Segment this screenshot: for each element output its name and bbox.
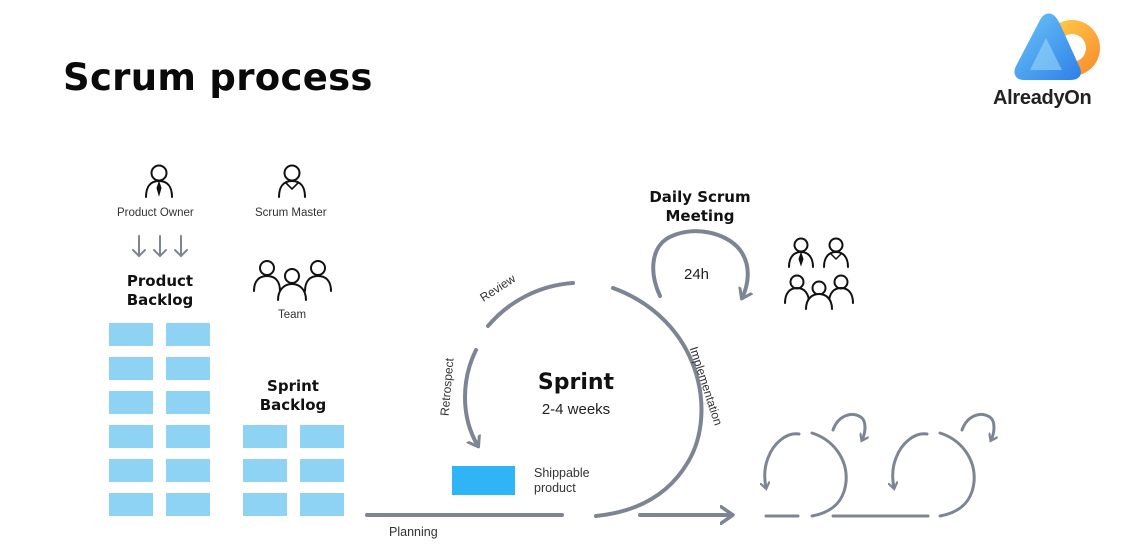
page-title: Scrum process [63,56,373,99]
sprint-backlog-item [300,425,344,448]
brand-logo: AlreadyOn [990,8,1130,116]
daily-team-icon [784,237,854,310]
sprint-backlog-item [243,459,287,482]
backlog-item [109,425,153,448]
sprint-backlog-item [300,493,344,516]
shippable-product-label: Shippable product [534,466,590,495]
backlog-item [109,391,153,414]
sprint-backlog-item [300,459,344,482]
backlog-item [109,493,153,516]
logo-icon [1014,13,1100,80]
logo-text: AlreadyOn [993,87,1092,109]
daily-scrum-title: Daily Scrum Meeting [649,188,751,225]
backlog-item [166,391,210,414]
repeat-sprints-icon [765,413,994,518]
team-label: Team [278,309,307,321]
prioritize-arrows [132,235,188,258]
planning-label: Planning [389,525,438,539]
backlog-item [166,425,210,448]
daily-cycle-label: 24h [684,266,710,283]
scrum-master-label: Scrum Master [255,207,327,219]
backlog-item [109,323,153,346]
sprint-duration: 2-4 weeks [541,401,611,418]
team-icon [253,260,332,301]
scrum-master-icon [278,164,306,198]
product-backlog-title: Product Backlog [126,272,194,309]
sprint-title: Sprint [537,370,615,395]
backlog-item [166,357,210,380]
sprint-backlog-item [243,493,287,516]
product-owner-label: Product Owner [117,207,194,219]
sprint-backlog-item [243,425,287,448]
retrospect-arrow [463,348,478,446]
sprint-implementation-arc [594,286,704,518]
backlog-item [166,493,210,516]
sprint-backlog-title: Sprint Backlog [259,377,327,414]
product-owner-icon [145,164,173,198]
shippable-product-box [452,466,515,495]
backlog-item [166,323,210,346]
backlog-item [166,459,210,482]
backlog-item [109,459,153,482]
daily-scrum-loop [651,229,748,298]
backlog-item [109,357,153,380]
sprint-review-arc [486,281,575,328]
